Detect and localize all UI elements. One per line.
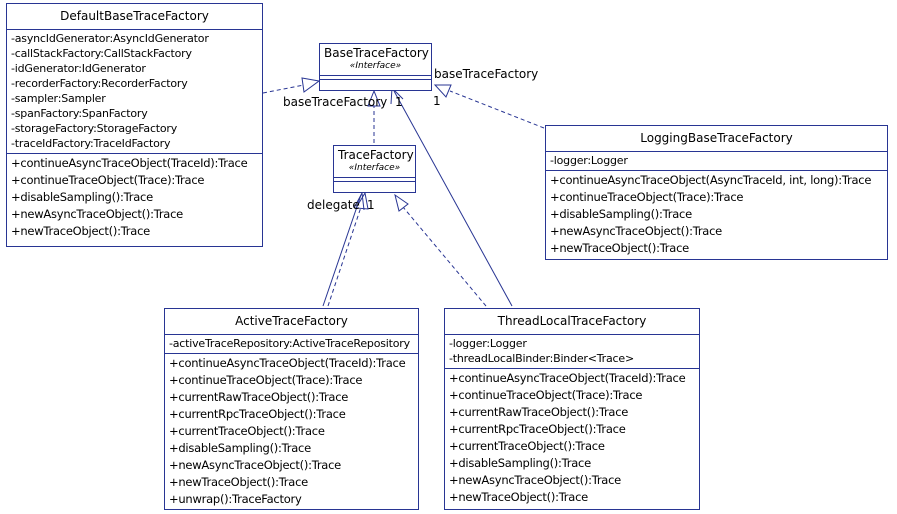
edge-label-basetracefactory-right: baseTraceFactory <box>434 67 539 81</box>
method: +continueAsyncTraceObject(TraceId):Trace <box>11 156 248 170</box>
method: +continueTraceObject(Trace):Trace <box>550 190 744 204</box>
class-loggingbasetracefactory[interactable]: LoggingBaseTraceFactory -logger:Logger +… <box>545 125 888 260</box>
method: +continueAsyncTraceObject(AsyncTraceId, … <box>550 173 872 187</box>
methods-section <box>334 181 415 185</box>
attributes-section: -logger:Logger <box>546 151 887 170</box>
method: +currentRawTraceObject():Trace <box>169 390 349 404</box>
method: +newAsyncTraceObject():Trace <box>449 473 621 487</box>
attributes-section: -activeTraceRepository:ActiveTraceReposi… <box>165 334 418 353</box>
method: +currentTraceObject():Trace <box>449 439 605 453</box>
realization-threadlocal-to-tracefactory <box>402 206 487 307</box>
attribute: -logger:Logger <box>449 337 527 350</box>
interface-name: TraceFactory <box>338 148 414 162</box>
attributes-section <box>334 177 415 181</box>
realization-arrowhead <box>301 77 321 93</box>
class-defaultbasetracefactory[interactable]: DefaultBaseTraceFactory -asyncIdGenerato… <box>6 3 263 247</box>
method: +currentRawTraceObject():Trace <box>449 405 629 419</box>
generalization-arrowhead <box>367 89 381 107</box>
methods-section: +continueAsyncTraceObject(TraceId):Trace… <box>7 153 262 242</box>
method: +newAsyncTraceObject():Trace <box>11 207 183 221</box>
realization-active-to-tracefactory <box>327 206 362 307</box>
realization-defaultbase-to-basetracefactory <box>262 84 305 94</box>
attribute: -traceIdFactory:TraceIdFactory <box>11 137 171 150</box>
method: +newTraceObject():Trace <box>449 490 588 504</box>
attribute: -idGenerator:IdGenerator <box>11 62 146 75</box>
method: +newAsyncTraceObject():Trace <box>169 458 341 472</box>
multiplicity-left: 1 <box>395 95 403 109</box>
method: +newTraceObject():Trace <box>11 224 150 238</box>
attribute: -asyncIdGenerator:AsyncIdGenerator <box>11 32 209 45</box>
method: +disableSampling():Trace <box>550 207 692 221</box>
method: +newAsyncTraceObject():Trace <box>550 224 722 238</box>
class-name: LoggingBaseTraceFactory <box>640 131 793 145</box>
attribute: -threadLocalBinder:Binder<Trace> <box>449 352 634 365</box>
attribute: -activeTraceRepository:ActiveTraceReposi… <box>169 337 410 350</box>
class-name: ThreadLocalTraceFactory <box>497 314 647 328</box>
realization-loggingbase-to-basetracefactory <box>449 90 545 129</box>
method: +newTraceObject():Trace <box>169 475 308 489</box>
class-activetracefactory[interactable]: ActiveTraceFactory -activeTraceRepositor… <box>164 308 419 510</box>
methods-section: +continueAsyncTraceObject(TraceId):Trace… <box>165 353 418 510</box>
delegate-association <box>322 194 362 307</box>
method: +continueAsyncTraceObject(TraceId):Trace <box>169 356 406 370</box>
methods-section: +continueAsyncTraceObject(TraceId):Trace… <box>445 368 699 508</box>
realization-arrowhead <box>394 193 409 212</box>
attributes-section: -logger:Logger -threadLocalBinder:Binder… <box>445 334 699 368</box>
method: +continueTraceObject(Trace):Trace <box>11 173 205 187</box>
interface-basetracefactory[interactable]: BaseTraceFactory «Interface» <box>319 43 432 91</box>
multiplicity-delegate: 1 <box>367 198 375 212</box>
delegate-arrowhead <box>353 191 365 211</box>
attribute: -logger:Logger <box>550 154 628 167</box>
method: +continueTraceObject(Trace):Trace <box>169 373 363 387</box>
multiplicity-right: 1 <box>433 94 441 108</box>
class-name: DefaultBaseTraceFactory <box>60 9 209 23</box>
method: +currentRpcTraceObject():Trace <box>449 422 626 436</box>
method: +currentTraceObject():Trace <box>169 424 325 438</box>
attributes-section: -asyncIdGenerator:AsyncIdGenerator -call… <box>7 29 262 153</box>
method: +currentRpcTraceObject():Trace <box>169 407 346 421</box>
methods-section: +continueAsyncTraceObject(AsyncTraceId, … <box>546 170 887 259</box>
realization-arrowhead <box>355 191 369 210</box>
attribute: -callStackFactory:CallStackFactory <box>11 47 192 60</box>
method: +disableSampling():Trace <box>169 441 311 455</box>
class-name: ActiveTraceFactory <box>235 314 348 328</box>
edge-label-basetracefactory-left: baseTraceFactory <box>283 95 388 109</box>
method: +disableSampling():Trace <box>11 190 153 204</box>
method: +disableSampling():Trace <box>449 456 591 470</box>
method: +continueTraceObject(Trace):Trace <box>449 388 643 402</box>
interface-tracefactory[interactable]: TraceFactory «Interface» <box>333 145 416 193</box>
method: +continueAsyncTraceObject(TraceId):Trace <box>449 371 686 385</box>
attributes-section <box>320 75 431 79</box>
association-threadlocal-to-basetracefactory <box>393 90 513 307</box>
method: +newTraceObject():Trace <box>550 241 689 255</box>
class-threadlocaltracefactory[interactable]: ThreadLocalTraceFactory -logger:Logger -… <box>444 308 700 510</box>
attribute: -recorderFactory:RecorderFactory <box>11 77 188 90</box>
edge-label-delegate: delegate <box>307 198 360 212</box>
method: +unwrap():TraceFactory <box>169 492 302 506</box>
interface-name: BaseTraceFactory <box>324 46 429 60</box>
realization-arrowhead <box>433 84 452 98</box>
stereotype-label: «Interface» <box>349 61 402 71</box>
methods-section <box>320 79 431 83</box>
attribute: -storageFactory:StorageFactory <box>11 122 178 135</box>
attribute: -sampler:Sampler <box>11 92 106 105</box>
stereotype-label: «Interface» <box>348 163 401 173</box>
attribute: -spanFactory:SpanFactory <box>11 107 148 120</box>
